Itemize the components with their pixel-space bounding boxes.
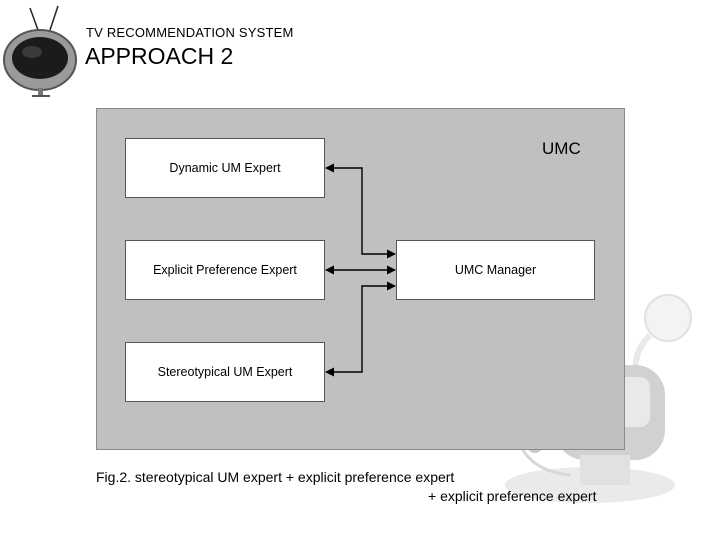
explicit-preference-expert-box: Explicit Preference Expert [125,240,325,300]
figure-caption-line1: Fig.2. stereotypical UM expert + explici… [96,469,455,485]
figure-caption-line2: + explicit preference expert [428,488,597,504]
page-title: APPROACH 2 [85,43,234,69]
stereotypical-um-expert-box: Stereotypical UM Expert [125,342,325,402]
explicit-preference-expert-label: Explicit Preference Expert [153,263,297,277]
header-subtitle: TV RECOMMENDATION SYSTEM [86,25,294,40]
tv-logo-icon [3,5,77,97]
stereotypical-um-expert-label: Stereotypical UM Expert [157,365,293,379]
umc-manager-box: UMC Manager [396,240,595,300]
dynamic-um-expert-label: Dynamic UM Expert [169,161,281,175]
dynamic-um-expert-box: Dynamic UM Expert [125,138,325,198]
umc-manager-label: UMC Manager [454,263,537,277]
umc-label: UMC [542,139,581,158]
